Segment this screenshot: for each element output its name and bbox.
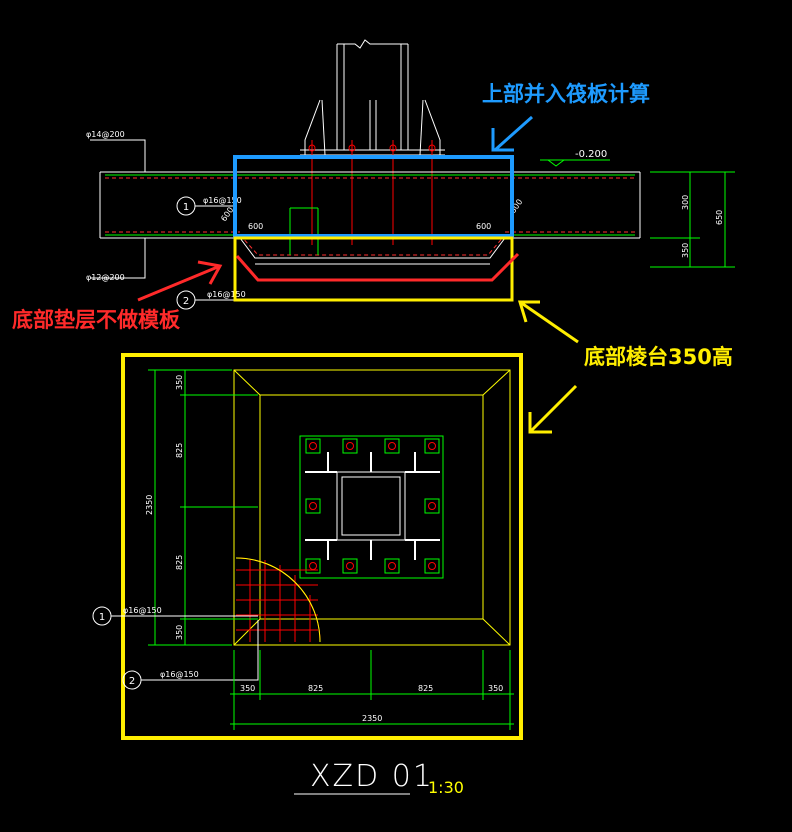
plan-dim-left-825-b: 825: [175, 555, 184, 570]
column-square: [336, 471, 406, 541]
section-dim-600-diag-left: 600: [219, 205, 235, 223]
anchor-bolt-washer: [384, 438, 400, 454]
plan-dim-bottom-350-a: 350: [240, 684, 255, 693]
anchor-bolt-plan: [305, 438, 440, 574]
plan-marker-1-label: 1: [99, 612, 105, 623]
section-rebar-1-label: φ16@150: [203, 196, 242, 205]
blue-arrow: [491, 115, 533, 152]
section-dim-350: 350: [681, 243, 690, 258]
plan-dim-bottom-825-a: 825: [308, 684, 323, 693]
annotation-bottom: 底部垫层不做模板: [12, 308, 181, 332]
anchor-bolt: [428, 562, 436, 570]
anchor-bolt-washer: [305, 438, 321, 454]
anchor-bolt-washer: [342, 558, 358, 574]
plan-rebar-2-label: φ16@150: [160, 670, 199, 679]
plan-dim-left-2350: 2350: [145, 495, 154, 515]
anchor-bolt-washer: [424, 498, 440, 514]
section-view: -0.200 φ14@200 φ12@200 1 φ16@150 2 φ16@1…: [86, 39, 735, 310]
anchor-bolt: [428, 442, 436, 450]
stiffener-lines: [305, 452, 440, 560]
plan-dim-bottom-825-b: 825: [418, 684, 433, 693]
anchor-bolt-washer: [384, 558, 400, 574]
plan-dim-left-top-350: 350: [175, 375, 184, 390]
plan-frame: [121, 353, 523, 740]
plan-pedestal: [233, 369, 511, 646]
slab-rebar-green: [105, 174, 635, 255]
section-marker-2-label: 2: [183, 296, 189, 307]
bottom-pedestal-box: [233, 236, 514, 302]
anchor-bolt: [309, 442, 317, 450]
anchor-bolt-washer: [305, 558, 321, 574]
section-dim-650: 650: [715, 210, 724, 225]
plan-marker-2-label: 2: [129, 676, 135, 687]
anchor-bolt-washer: [305, 498, 321, 514]
plan-dim-bottom-350-b: 350: [488, 684, 503, 693]
section-dim-600-left: 600: [248, 222, 263, 231]
section-rebar-2-label: φ16@150: [207, 290, 246, 299]
rebar-top-label: φ14@200: [86, 130, 125, 139]
plan-rebar-1-label: φ16@150: [123, 606, 162, 615]
slab-rebar: [105, 177, 635, 256]
section-dim-600-right: 600: [476, 222, 491, 231]
yellow-arrow-lower: [528, 384, 578, 434]
steel-column: [300, 39, 445, 156]
section-marker-1-label: 1: [183, 202, 189, 213]
anchor-bolt: [309, 562, 317, 570]
anchor-bolt: [346, 562, 354, 570]
anchor-bolt-washer: [342, 438, 358, 454]
raft-slab: [99, 171, 641, 265]
anchor-bolt: [388, 562, 396, 570]
anchor-bolt-washer: [424, 438, 440, 454]
annotation-right: 底部棱台350高: [584, 345, 733, 369]
plan-dim-left-825-a: 825: [175, 443, 184, 458]
upper-raft-box: [233, 155, 514, 238]
plan-dim-bottom-2350: 2350: [362, 714, 382, 723]
base-plate: [299, 435, 444, 579]
rebar-bottom-label: φ12@200: [86, 273, 125, 282]
bottom-cushion-line: [235, 252, 520, 282]
red-arrow: [137, 260, 223, 302]
drawing-scale: 1:30: [428, 778, 464, 797]
section-dim-300: 300: [681, 195, 690, 210]
drawing-title: XZD 01: [310, 759, 434, 794]
rebar-detail: [235, 557, 321, 643]
plan-dim-left-bottom-350: 350: [175, 625, 184, 640]
anchor-bolt: [346, 442, 354, 450]
anchor-bolt: [388, 442, 396, 450]
annotation-top: 上部并入筏板计算: [482, 82, 650, 106]
elevation-marker: [540, 159, 610, 167]
anchor-bolt: [428, 502, 436, 510]
anchor-bolt: [309, 502, 317, 510]
elevation-label: -0.200: [575, 149, 607, 160]
yellow-arrow-upper: [517, 300, 579, 344]
anchor-bolt-washer: [424, 558, 440, 574]
